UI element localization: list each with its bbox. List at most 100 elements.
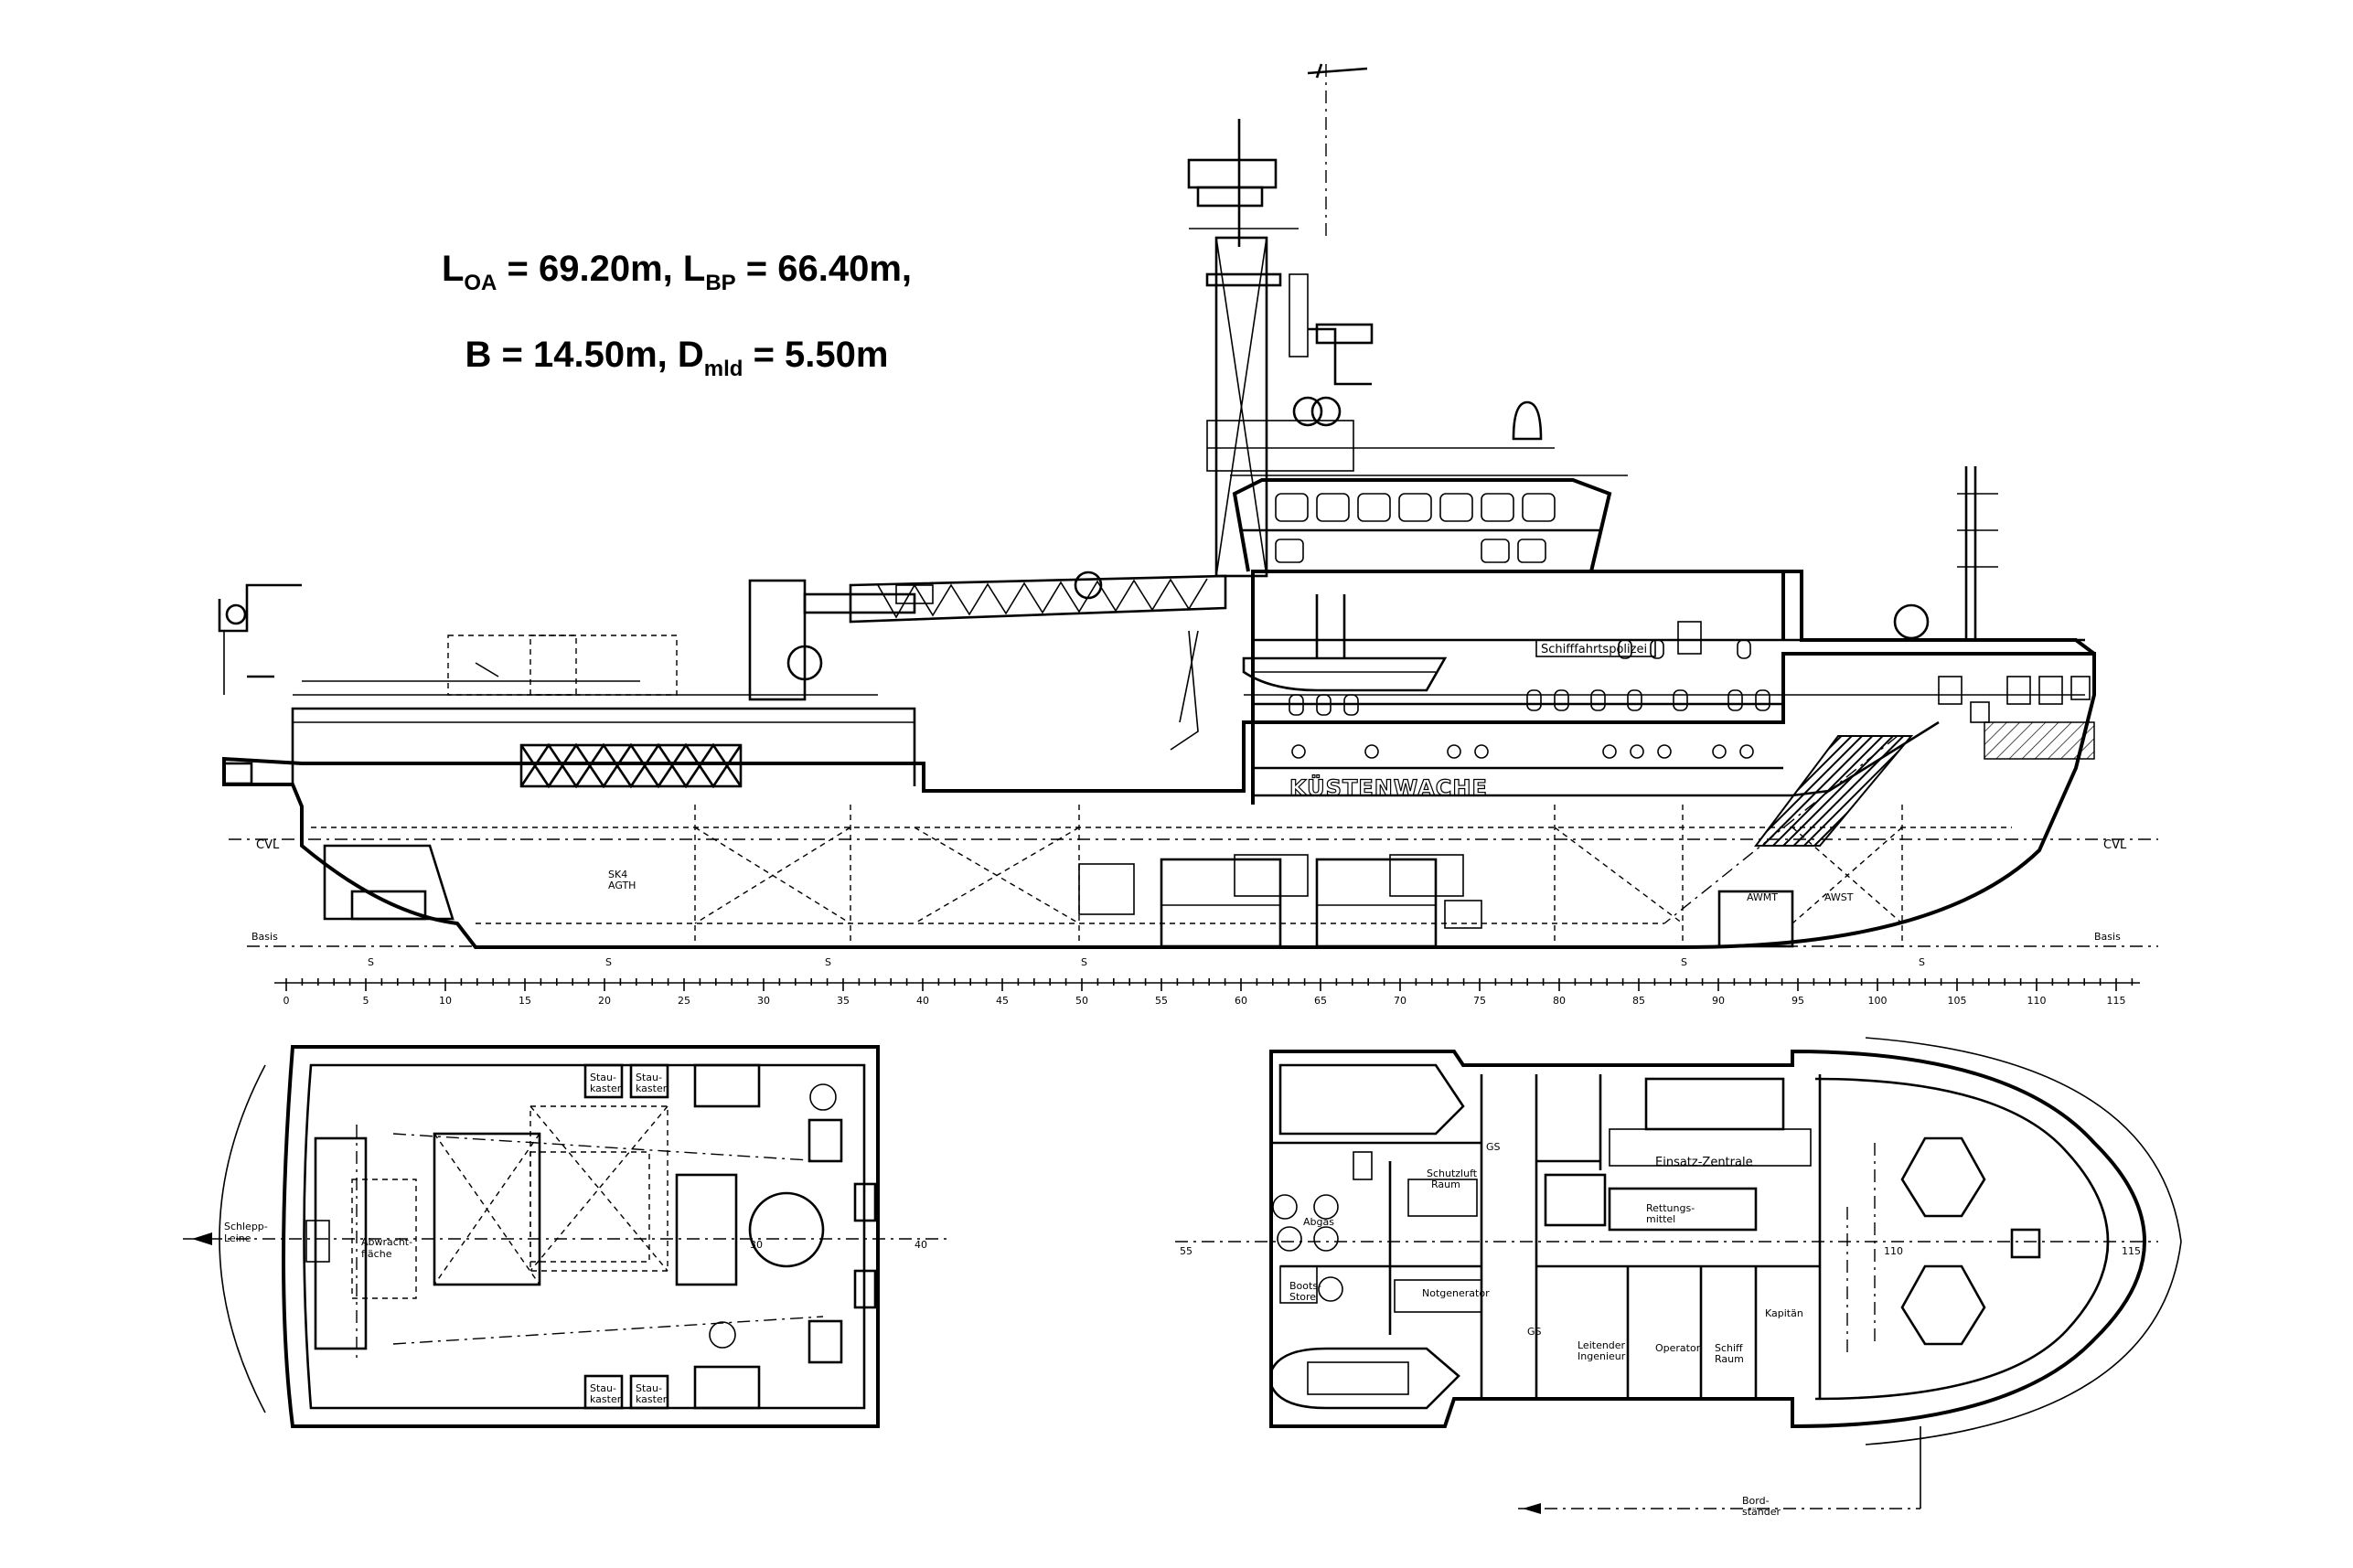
- svg-text:S: S: [825, 956, 831, 968]
- scale-label: 45: [996, 995, 1009, 1007]
- scale-label: 40: [916, 995, 929, 1007]
- svg-text:Stau-: Stau-: [590, 1072, 616, 1083]
- label-gs-2: GS: [1527, 1326, 1542, 1338]
- frame-scale: 0 5 10 15 20 25 30 35 40 45 50 55 60 65 70 75 80 85 90 95 10…: [274, 978, 2140, 1007]
- knuckle-crane: [748, 571, 1227, 701]
- scale-label: 5: [363, 995, 369, 1007]
- banner-text: Schifffahrtspolizei: [1541, 643, 1647, 656]
- bridge-deck-plan: 55 115 110: [1175, 1037, 2182, 1518]
- deck-crane-truss: [519, 742, 743, 789]
- scale-label: 60: [1235, 995, 1247, 1007]
- principal-dimensions: LOA = 69.20m, LBP = 66.40m, B = 14.50m, …: [384, 233, 969, 405]
- scale-label: 20: [598, 995, 611, 1007]
- rudder: [323, 844, 455, 921]
- label-boots-2: Store: [1289, 1291, 1316, 1303]
- room-awst: AWST: [1824, 891, 1854, 903]
- scale-label: 100: [1868, 995, 1888, 1007]
- hatch-label-1: Abwracht-: [361, 1236, 412, 1248]
- svg-text:kasten: kasten: [590, 1083, 624, 1094]
- scale-label: 55: [1155, 995, 1168, 1007]
- label-gs-1: GS: [1486, 1141, 1501, 1153]
- svg-text:Stau-: Stau-: [636, 1382, 662, 1394]
- scale-label: 105: [1948, 995, 1967, 1007]
- room-aft-agth: AGTH: [608, 880, 636, 891]
- label-bord: Bord-: [1742, 1495, 1770, 1507]
- basis-left: Basis: [251, 931, 278, 943]
- label-leitender: Leitender: [1578, 1339, 1626, 1351]
- rescue-boat: [1242, 656, 1448, 692]
- label-boots: Boots-: [1289, 1280, 1321, 1292]
- aft-bulwark: [291, 707, 916, 786]
- deck-bulkheads: [1271, 1074, 1822, 1399]
- scale-label: 50: [1075, 995, 1088, 1007]
- label-schutzluft: Schutzluft: [1427, 1168, 1478, 1179]
- label-operator: Operator: [1655, 1342, 1701, 1354]
- internal-structure: [311, 805, 2012, 947]
- svg-text:S: S: [1081, 956, 1087, 968]
- scale-label: 70: [1394, 995, 1406, 1007]
- hatch-label-2: fläche: [361, 1248, 392, 1260]
- hull-name: KÜSTENWACHE: [1289, 773, 1488, 801]
- svg-text:kasten: kasten: [590, 1393, 624, 1405]
- svg-text:S: S: [1919, 956, 1925, 968]
- svg-text:kasten: kasten: [636, 1393, 669, 1405]
- label-kapitaen: Kapitän: [1765, 1307, 1803, 1319]
- hull-outline: [222, 652, 2096, 949]
- bridge-frame-110: 110: [1884, 1245, 1903, 1257]
- label-notgen: Notgenerator: [1422, 1287, 1490, 1299]
- label-schiff-2: Raum: [1715, 1353, 1744, 1365]
- basis-right: Basis: [2094, 931, 2121, 943]
- store-boxes: Stau-kasten Stau-kasten Stau-kasten Stau…: [583, 1063, 669, 1410]
- scale-label: 110: [2027, 995, 2047, 1007]
- scale-label: 0: [283, 995, 290, 1007]
- tow-label-1: Schlepp-: [224, 1221, 268, 1232]
- bridge-frame-55: 55: [1180, 1245, 1193, 1257]
- room-aft-sk4: SK4: [608, 869, 627, 880]
- stern-crane: [218, 583, 302, 695]
- scale-label: 90: [1712, 995, 1725, 1007]
- superstructure: Schifffahrtspolizei KÜSTENWACHE: [1170, 475, 2096, 805]
- scale-label: 65: [1314, 995, 1327, 1007]
- scale-label: 10: [439, 995, 452, 1007]
- scale-label: 115: [2107, 995, 2126, 1007]
- propeller-hub: [350, 890, 427, 921]
- label-leitender-2: Ingenieur: [1578, 1350, 1626, 1362]
- label-abgas: Abgas: [1303, 1216, 1334, 1228]
- scale-label: 30: [757, 995, 770, 1007]
- main-mast: [1187, 63, 1555, 578]
- engine-room: [1078, 854, 1794, 948]
- bridge-frame-115: 115: [2122, 1245, 2141, 1257]
- scale-label: 85: [1632, 995, 1645, 1007]
- stern-roller: [222, 762, 253, 785]
- bow-hatching: [1984, 721, 2095, 760]
- aft-deck-plan: Schlepp- Leine Abwracht- fläche: [183, 1045, 951, 1428]
- scale-label: 15: [519, 995, 531, 1007]
- cvl-left: CVL: [256, 838, 280, 852]
- svg-text:Stau-: Stau-: [590, 1382, 616, 1394]
- tow-label-2: Leine: [224, 1232, 251, 1244]
- svg-text:S: S: [605, 956, 612, 968]
- deck-winches: [693, 1063, 877, 1410]
- svg-text:kasten: kasten: [636, 1083, 669, 1094]
- label-bord-2: ständer: [1742, 1506, 1781, 1518]
- scale-label: 75: [1473, 995, 1486, 1007]
- svg-text:Stau-: Stau-: [636, 1072, 662, 1083]
- label-rettung: Rettungs-: [1646, 1202, 1695, 1214]
- scale-label: 35: [837, 995, 850, 1007]
- scale-label: 25: [678, 995, 690, 1007]
- length-line: LOA = 69.20m, LBP = 66.40m,: [441, 249, 913, 295]
- label-schutzluft-2: Raum: [1431, 1179, 1460, 1190]
- scale-label: 95: [1791, 995, 1804, 1007]
- hull-portholes: [1291, 744, 1754, 759]
- svg-text:S: S: [1681, 956, 1687, 968]
- breadth-depth-line: B = 14.50m, Dmld = 5.50m: [465, 335, 889, 381]
- scale-label: 80: [1553, 995, 1566, 1007]
- cvl-right: CVL: [2103, 838, 2127, 852]
- side-profile: CVL CVL Basis Basis: [218, 63, 2158, 968]
- fore-mast: [1893, 466, 1998, 640]
- bulkhead-markers: S S S S S S: [368, 956, 1925, 968]
- aft-frame-40: 40: [914, 1239, 927, 1251]
- label-rettung-2: mittel: [1646, 1213, 1675, 1225]
- aft-frame-30: 30: [750, 1239, 763, 1251]
